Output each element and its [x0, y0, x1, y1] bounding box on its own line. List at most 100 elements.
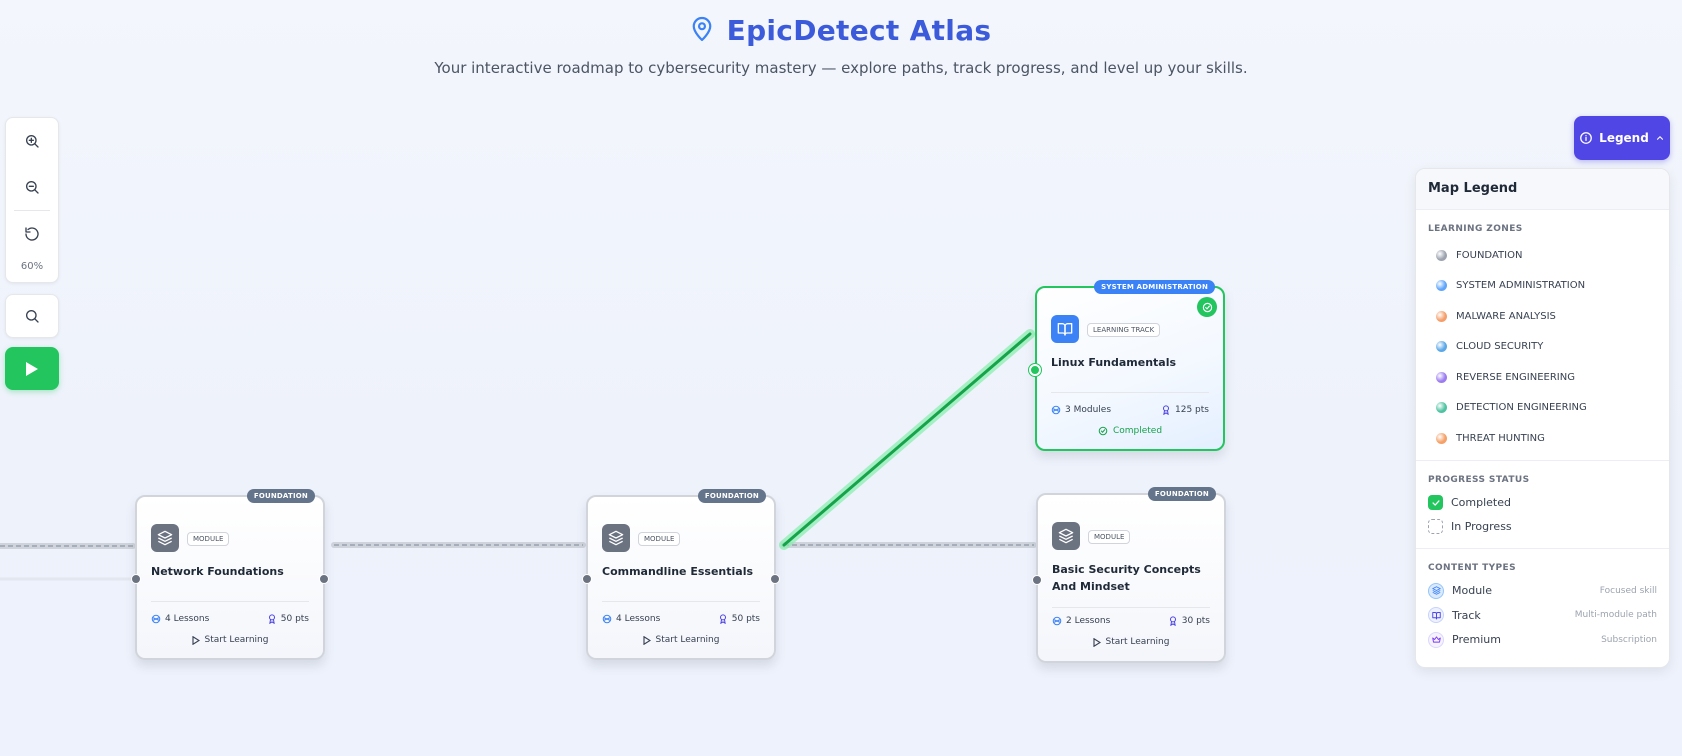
- action-label: Start Learning: [204, 635, 269, 645]
- module-icon: [1052, 522, 1080, 550]
- zone-label: REVERSE ENGINEERING: [1456, 371, 1575, 383]
- modules-icon: [1051, 405, 1061, 415]
- content-type-tag: MODULE: [638, 532, 681, 546]
- zone-color-dot: [1436, 341, 1447, 353]
- in-progress-icon: [1428, 519, 1443, 534]
- completed-connector: [782, 332, 1032, 547]
- map-legend-panel: Map Legend LEARNING ZONES FOUNDATION SYST…: [1415, 168, 1670, 668]
- node-meta: 2 Lessons 30 pts: [1052, 616, 1210, 626]
- zone-label: SYSTEM ADMINISTRATION: [1456, 280, 1586, 292]
- status-label: In Progress: [1451, 520, 1512, 533]
- book-icon: [1428, 607, 1444, 624]
- search-button[interactable]: [6, 295, 58, 337]
- zone-badge: FOUNDATION: [246, 489, 315, 503]
- input-port[interactable]: [1032, 575, 1042, 585]
- toolbar-divider: [14, 210, 50, 211]
- node-title: Network Foundations: [151, 565, 284, 578]
- legend-zone-item: SYSTEM ADMINISTRATION: [1416, 271, 1669, 302]
- info-icon: [1580, 132, 1593, 144]
- legend-zone-item: CLOUD SECURITY: [1416, 332, 1669, 363]
- type-track: Track Multi-module path: [1416, 603, 1669, 628]
- node-divider: [1051, 392, 1209, 393]
- input-port[interactable]: [131, 574, 141, 584]
- roadmap-node-linux-fundamentals[interactable]: SYSTEM ADMINISTRATION LEARNING TRACK Lin…: [1029, 280, 1225, 451]
- completed-status[interactable]: Completed: [1037, 426, 1223, 436]
- play-outline-icon: [191, 635, 200, 645]
- zoom-in-button[interactable]: [6, 118, 58, 164]
- play-button[interactable]: [5, 347, 59, 390]
- action-label: Completed: [1112, 426, 1163, 436]
- type-desc: Subscription: [1601, 634, 1657, 645]
- reset-view-button[interactable]: [6, 211, 58, 257]
- zone-color-dot: [1436, 249, 1447, 261]
- node-meta: 4 Lessons 50 pts: [151, 614, 309, 624]
- output-port[interactable]: [319, 574, 329, 584]
- page-subtitle: Your interactive roadmap to cybersecurit…: [434, 59, 1248, 77]
- play-outline-icon: [642, 635, 651, 645]
- zone-label: FOUNDATION: [1456, 249, 1523, 261]
- roadmap-node-basic-security-concepts[interactable]: FOUNDATION MODULE Basic Security Concept…: [1032, 487, 1226, 663]
- zone-badge: FOUNDATION: [1147, 487, 1216, 501]
- track-book-icon: [1051, 315, 1079, 343]
- start-learning-button[interactable]: Start Learning: [137, 635, 323, 645]
- type-label: Module: [1452, 584, 1492, 598]
- status-completed: Completed: [1416, 491, 1669, 515]
- legend-zone-item: THREAT HUNTING: [1416, 423, 1669, 454]
- node-title: Basic Security Concepts And Mindset: [1052, 563, 1201, 593]
- legend-zone-item: DETECTION ENGINEERING: [1416, 393, 1669, 424]
- output-port[interactable]: [770, 574, 780, 584]
- zone-label: CLOUD SECURITY: [1456, 341, 1544, 353]
- start-learning-button[interactable]: Start Learning: [1038, 637, 1224, 647]
- legend-divider: [1416, 459, 1669, 461]
- points: 125 pts: [1175, 405, 1209, 415]
- page-title: EpicDetect Atlas: [726, 14, 992, 47]
- zone-label: DETECTION ENGINEERING: [1456, 402, 1587, 414]
- legend-toggle-button[interactable]: Legend: [1574, 116, 1670, 160]
- zone-badge: SYSTEM ADMINISTRATION: [1094, 280, 1215, 294]
- points: 30 pts: [1181, 616, 1210, 626]
- check-circle-icon: [1098, 426, 1108, 436]
- points: 50 pts: [731, 614, 760, 624]
- node-divider: [602, 601, 760, 602]
- lesson-count: 4 Lessons: [165, 614, 210, 624]
- legend-title: Map Legend: [1416, 169, 1669, 210]
- content-type-tag: LEARNING TRACK: [1087, 323, 1161, 337]
- search-toolbar: [5, 294, 59, 338]
- zone-color-dot: [1436, 371, 1447, 383]
- content-type-tag: MODULE: [187, 532, 230, 546]
- lesson-count: 2 Lessons: [1066, 616, 1111, 626]
- node-meta: 3 Modules 125 pts: [1051, 405, 1209, 415]
- node-title: Linux Fundamentals: [1051, 356, 1177, 369]
- zone-color-dot: [1436, 310, 1447, 322]
- node-divider: [1052, 607, 1210, 608]
- status-in-progress: In Progress: [1416, 515, 1669, 539]
- roadmap-node-commandline-essentials[interactable]: FOUNDATION MODULE Commandline Essentials…: [582, 489, 780, 660]
- input-port[interactable]: [582, 574, 592, 584]
- type-label: Track: [1452, 608, 1481, 622]
- action-label: Start Learning: [655, 635, 720, 645]
- legend-zone-item: REVERSE ENGINEERING: [1416, 362, 1669, 393]
- legend-divider: [1416, 547, 1669, 549]
- zone-label: THREAT HUNTING: [1456, 432, 1545, 444]
- zone-color-dot: [1436, 432, 1447, 444]
- map-pin-icon: [691, 16, 713, 46]
- chevron-up-icon: [1656, 136, 1663, 140]
- type-desc: Multi-module path: [1574, 610, 1657, 621]
- roadmap-node-network-foundations[interactable]: FOUNDATION MODULE Network Foundations 4 …: [131, 489, 329, 660]
- input-port[interactable]: [1029, 364, 1041, 376]
- completed-check-icon: [1428, 495, 1443, 510]
- zoom-out-icon: [26, 181, 39, 194]
- award-icon: [1162, 405, 1170, 415]
- node-title: Commandline Essentials: [602, 565, 754, 578]
- zoom-out-button[interactable]: [6, 164, 58, 210]
- search-icon: [26, 310, 39, 323]
- start-learning-button[interactable]: Start Learning: [588, 635, 774, 645]
- status-section-title: PROGRESS STATUS: [1428, 474, 1530, 485]
- zone-badge: FOUNDATION: [697, 489, 766, 503]
- zones-section-title: LEARNING ZONES: [1428, 224, 1523, 234]
- reset-icon: [25, 227, 39, 241]
- node-divider: [151, 601, 309, 602]
- zoom-level: 60%: [20, 261, 44, 272]
